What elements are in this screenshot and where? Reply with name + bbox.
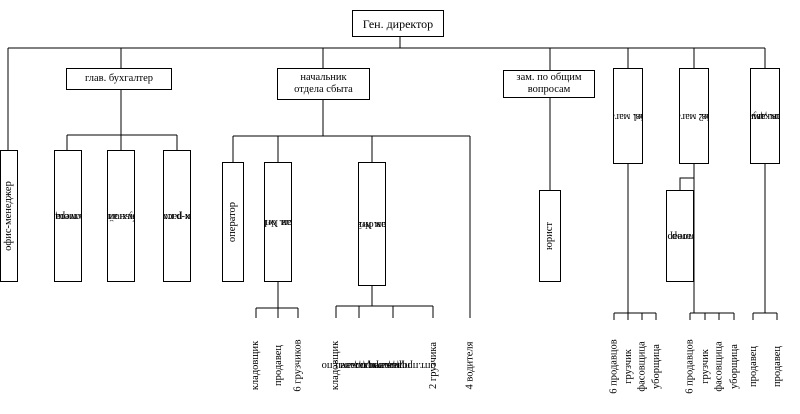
staff-retail-seller-1: продавец: [747, 345, 759, 387]
deputy-line1: зам. по общим: [516, 72, 582, 83]
merchandiser-line2: оператор: [671, 231, 693, 242]
store2-manager-box: зав. магазином№2: [679, 68, 709, 164]
operator-box: оператор: [222, 162, 244, 282]
warehouse2-line2: складом №2: [358, 219, 386, 230]
merchandiser-box: товаровед-оператор: [666, 190, 694, 282]
sales-head-line1: начальник: [300, 72, 347, 83]
staff-seller-wh1: продавец: [272, 344, 284, 386]
operator-label: оператор: [227, 201, 238, 243]
staff-store1-cleaner: уборщица: [650, 343, 662, 389]
office-manager-box: офис-менеджер: [0, 150, 18, 282]
staff-loaders-wh1: 6 грузчиков: [292, 338, 304, 392]
lawyer-box: юрист: [539, 190, 561, 282]
staff-store2-packer: фасовщица: [713, 340, 725, 392]
sales-head-line2: отдела сбыта: [294, 84, 353, 95]
material-accountant-box: бухгалтер поматериальной гр.: [107, 150, 135, 282]
store2-line2: №2: [698, 111, 708, 122]
staff-store2-sellers: 6 продавцов: [684, 338, 696, 394]
lawyer-label: юрист: [544, 222, 555, 250]
staff-retail-seller-2: продавец: [771, 345, 783, 387]
accounts-accountant-box: бух-р по учетамприхода и расхода: [163, 150, 191, 282]
store1-line2: №1: [632, 111, 642, 122]
warehouse2-manager-box: зав.опт.-розн.складом №2: [358, 162, 386, 286]
staff-storekeeper-wh1: кладовщик: [250, 340, 262, 390]
office-manager-label: офис-менеджер: [3, 181, 14, 251]
deputy-line2: вопросам: [527, 84, 571, 95]
warehouse1-manager-box: зав. оптовымскладом №1: [264, 162, 292, 282]
sales-head-box: начальник отдела сбыта: [277, 68, 370, 100]
chief-accountant-label: глав. бухгалтер: [84, 73, 154, 84]
deputy-box: зам. по общим вопросам: [503, 70, 595, 98]
ceo-label: Ген. директор: [362, 16, 434, 31]
chief-accountant-box: глав. бухгалтер: [66, 68, 172, 90]
store1-manager-box: зав. магазином№1: [613, 68, 643, 164]
material-line2: материальной гр.: [108, 211, 135, 222]
ceo-box: Ген. директор: [352, 10, 444, 37]
warehouse1-line2: складом №1: [264, 217, 292, 228]
staff-loaders-wh2: 2 грузчика: [427, 341, 439, 389]
staff-store2-cleaner: уборщица: [728, 343, 740, 389]
staff-drivers: 4 водителя: [464, 341, 476, 389]
accounts-line2: прихода и расхода: [163, 211, 191, 222]
assistant-accountant-box: помощник гл.бухгалтера: [54, 150, 82, 282]
assistant-line2: бухгалтера: [55, 211, 81, 222]
